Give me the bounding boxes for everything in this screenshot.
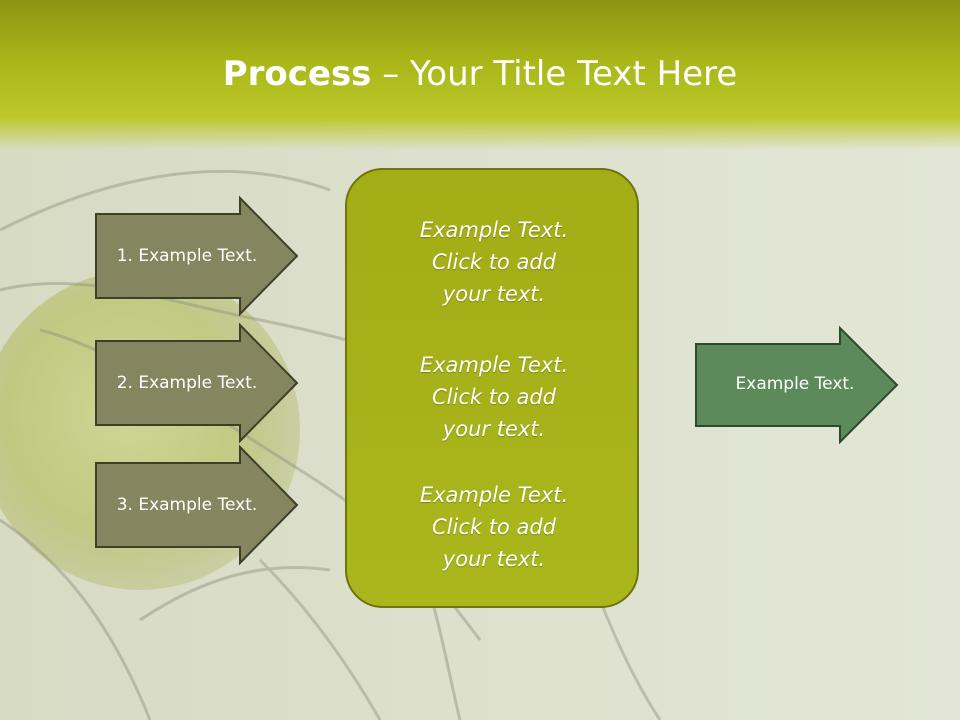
center-block-1[interactable]: Example Text. Click to add your text. [347,214,641,310]
block-line: your text. [442,417,546,441]
left-arrow-2[interactable] [95,322,299,444]
title-bold: Process [222,54,372,94]
center-block-2[interactable]: Example Text. Click to add your text. [347,349,641,445]
title-rest: – Your Title Text Here [371,54,738,94]
center-block-3[interactable]: Example Text. Click to add your text. [347,479,641,575]
center-text-box[interactable]: Example Text. Click to add your text. Ex… [345,168,639,608]
block-line: Example Text. [419,483,569,507]
left-arrow-3[interactable] [95,444,299,566]
title-bar [0,0,960,150]
block-line: Example Text. [419,353,569,377]
right-arrow-label: Example Text. [735,374,855,394]
block-line: Click to add [431,385,556,409]
block-line: Click to add [431,250,556,274]
block-line: your text. [442,282,546,306]
block-line: Click to add [431,515,556,539]
block-line: your text. [442,547,546,571]
left-arrow-2-label: 2. Example Text. [116,373,258,393]
left-arrow-1-label: 1. Example Text. [116,246,258,266]
right-arrow[interactable] [695,325,899,445]
left-arrow-3-label: 3. Example Text. [116,495,258,515]
left-arrow-1[interactable] [95,195,299,317]
block-line: Example Text. [419,218,569,242]
slide-title[interactable]: Process – Your Title Text Here [0,52,960,96]
